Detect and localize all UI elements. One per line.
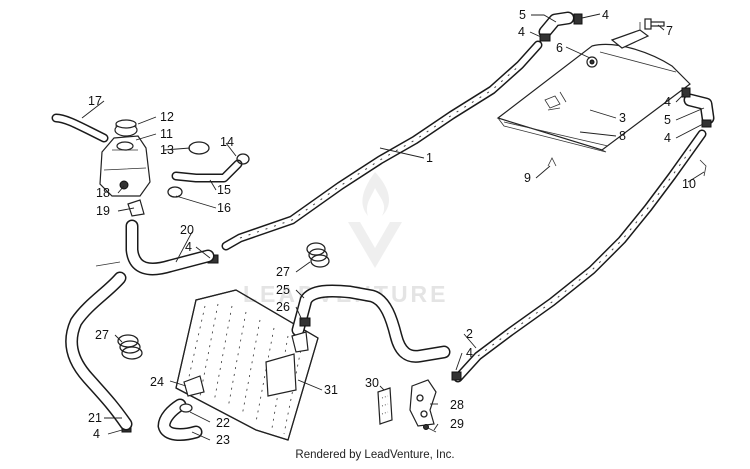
hose-20[interactable] bbox=[125, 219, 215, 276]
callout-4[interactable]: 4 bbox=[466, 346, 473, 360]
radiator-cap-plate bbox=[265, 353, 297, 397]
callout-4[interactable]: 4 bbox=[185, 240, 192, 254]
hose-21[interactable] bbox=[65, 271, 133, 431]
pad-30[interactable] bbox=[377, 387, 393, 425]
hose-top-right[interactable] bbox=[683, 93, 715, 125]
callouts: 5 4 4 6 7 4 5 4 3 8 9 10 1 17 12 11 13 1… bbox=[88, 8, 696, 447]
clamp-icon bbox=[451, 371, 462, 381]
callout-6[interactable]: 6 bbox=[556, 41, 563, 55]
callout-23[interactable]: 23 bbox=[216, 433, 230, 447]
callout-26[interactable]: 26 bbox=[276, 300, 290, 314]
heat-exchanger-panel[interactable] bbox=[496, 43, 691, 153]
callout-4[interactable]: 4 bbox=[93, 427, 100, 441]
callout-25[interactable]: 25 bbox=[276, 283, 290, 297]
hose-top-left[interactable] bbox=[538, 11, 575, 39]
sensor-9 bbox=[547, 157, 557, 167]
callout-9[interactable]: 9 bbox=[524, 171, 531, 185]
fitting-10 bbox=[699, 159, 707, 177]
callout-1[interactable]: 1 bbox=[426, 151, 433, 165]
callout-5[interactable]: 5 bbox=[519, 8, 526, 22]
spring-clamp bbox=[117, 334, 143, 360]
callout-11[interactable]: 11 bbox=[160, 127, 173, 141]
callout-4[interactable]: 4 bbox=[664, 95, 671, 109]
callout-8[interactable]: 8 bbox=[619, 129, 626, 143]
callout-21[interactable]: 21 bbox=[88, 411, 102, 425]
callout-12[interactable]: 12 bbox=[160, 110, 174, 124]
callout-22[interactable]: 22 bbox=[216, 416, 230, 430]
radiator[interactable] bbox=[175, 289, 319, 441]
spring-clamp bbox=[306, 242, 330, 268]
callout-15[interactable]: 15 bbox=[217, 183, 231, 197]
callout-4[interactable]: 4 bbox=[664, 131, 671, 145]
callout-24[interactable]: 24 bbox=[150, 375, 164, 389]
hose-clamp-icon bbox=[119, 141, 250, 217]
callout-19[interactable]: 19 bbox=[96, 204, 110, 218]
clamp-icon bbox=[179, 403, 193, 413]
callout-31[interactable]: 31 bbox=[324, 383, 338, 397]
inlet-fitting bbox=[291, 331, 309, 353]
clamp-icon bbox=[539, 33, 551, 42]
callout-28[interactable]: 28 bbox=[450, 398, 464, 412]
callout-10[interactable]: 10 bbox=[682, 177, 696, 191]
callout-16[interactable]: 16 bbox=[217, 201, 231, 215]
reservoir-cap[interactable] bbox=[114, 119, 138, 137]
callout-14[interactable]: 14 bbox=[220, 135, 234, 149]
callout-4[interactable]: 4 bbox=[602, 8, 609, 22]
clamp-icon bbox=[299, 317, 311, 327]
grommet bbox=[127, 199, 145, 217]
outlet-fitting-24 bbox=[179, 375, 205, 413]
screw-29 bbox=[423, 424, 437, 433]
leader-lines bbox=[81, 13, 705, 441]
bolt-icon bbox=[644, 18, 665, 30]
bracket-28[interactable] bbox=[409, 379, 437, 427]
clamp-icon bbox=[701, 119, 712, 128]
hose-25[interactable] bbox=[291, 284, 451, 363]
mounting-bracket[interactable] bbox=[610, 22, 650, 49]
rendered-by-footer: Rendered by LeadVenture, Inc. bbox=[295, 449, 455, 461]
hose-23[interactable] bbox=[157, 398, 203, 441]
callout-2[interactable]: 2 bbox=[466, 327, 473, 341]
overflow-hose-17[interactable] bbox=[51, 113, 109, 143]
clamp-icon bbox=[681, 87, 691, 98]
callout-30[interactable]: 30 bbox=[365, 376, 379, 390]
coolant-tube-lower[interactable] bbox=[453, 129, 707, 383]
coolant-reservoir[interactable] bbox=[99, 135, 151, 197]
callout-5[interactable]: 5 bbox=[664, 113, 671, 127]
callout-3[interactable]: 3 bbox=[619, 111, 626, 125]
callout-18[interactable]: 18 bbox=[96, 186, 110, 200]
callout-20[interactable]: 20 bbox=[180, 223, 194, 237]
callout-13[interactable]: 13 bbox=[160, 143, 174, 157]
callout-7[interactable]: 7 bbox=[666, 24, 673, 38]
callout-27[interactable]: 27 bbox=[95, 328, 109, 342]
flame-v-logo bbox=[348, 172, 402, 268]
callout-4[interactable]: 4 bbox=[518, 25, 525, 39]
coolant-tube-upper[interactable] bbox=[221, 40, 543, 251]
callout-27[interactable]: 27 bbox=[276, 265, 290, 279]
vent-hose-15[interactable] bbox=[171, 159, 243, 183]
callout-29[interactable]: 29 bbox=[450, 417, 464, 431]
screw-icon bbox=[119, 180, 129, 190]
callout-17[interactable]: 17 bbox=[88, 94, 102, 108]
clamp-icon bbox=[573, 13, 583, 25]
